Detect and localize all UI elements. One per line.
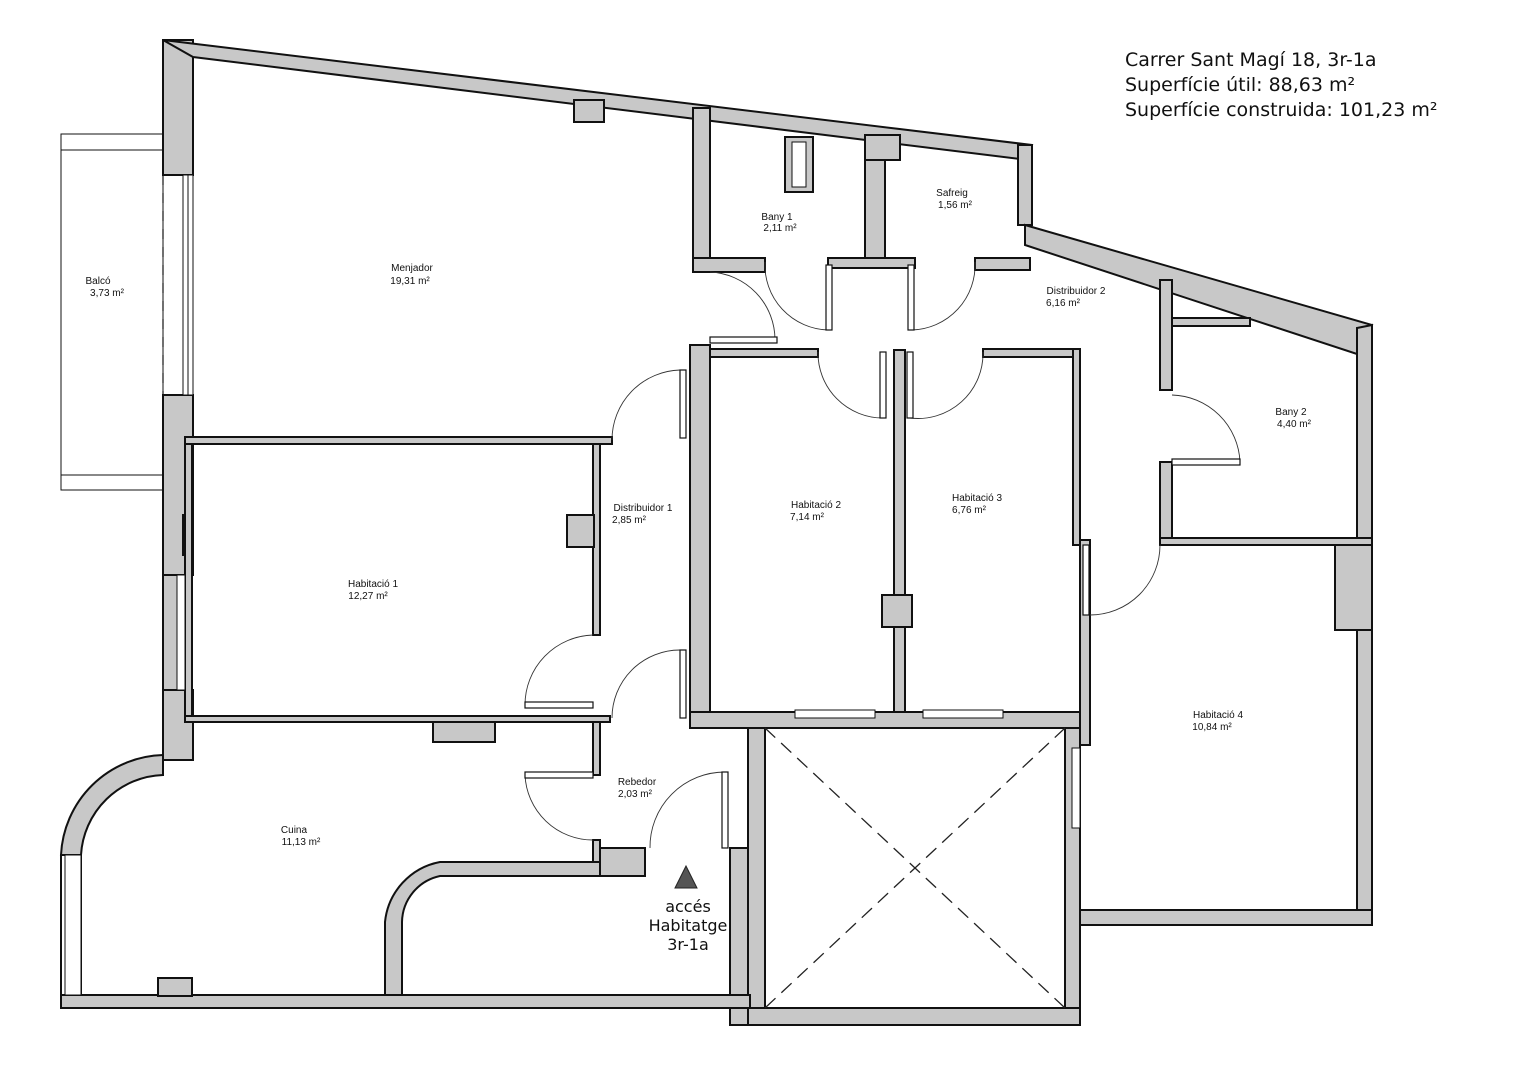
room-name-habitacio4: Habitació 4 bbox=[1193, 710, 1243, 721]
room-name-distribuidor1: Distribuidor 1 bbox=[614, 503, 673, 514]
room-area-habitacio1: 12,27 m² bbox=[348, 591, 388, 602]
access-line-2: Habitatge bbox=[649, 916, 728, 935]
room-name-habitacio2: Habitació 2 bbox=[791, 500, 841, 511]
room-name-bany2: Bany 2 bbox=[1275, 407, 1307, 418]
built-area-line: Superfície construida: 101,23 m² bbox=[1125, 99, 1438, 121]
room-name-safreig: Safreig bbox=[936, 188, 968, 199]
room-name-bany1: Bany 1 bbox=[761, 212, 793, 223]
balcony bbox=[60, 133, 164, 491]
useful-area-line: Superfície útil: 88,63 m² bbox=[1125, 74, 1356, 96]
room-name-menjador: Menjador bbox=[391, 263, 433, 274]
interior-walls bbox=[184, 107, 1373, 877]
outer-walls bbox=[60, 39, 1374, 1026]
room-area-bany1: 2,11 m² bbox=[763, 223, 797, 234]
windows bbox=[64, 174, 1081, 996]
room-name-habitacio3: Habitació 3 bbox=[952, 493, 1002, 504]
address-line: Carrer Sant Magí 18, 3r-1a bbox=[1125, 49, 1377, 71]
room-area-balco: 3,73 m² bbox=[90, 288, 125, 299]
room-area-habitacio2: 7,14 m² bbox=[790, 512, 825, 523]
access-label: accés Habitatge 3r-1a bbox=[649, 897, 728, 954]
courtyard-void bbox=[764, 727, 1066, 1009]
room-name-balco: Balcó bbox=[85, 276, 110, 287]
access-arrow-icon bbox=[674, 864, 698, 889]
room-area-rebedor: 2,03 m² bbox=[618, 789, 653, 800]
room-area-distribuidor2: 6,16 m² bbox=[1046, 298, 1081, 309]
access-line-1: accés bbox=[665, 897, 711, 916]
room-name-cuina: Cuina bbox=[281, 825, 308, 836]
kitchen-curved-wall bbox=[59, 753, 646, 996]
room-area-bany2: 4,40 m² bbox=[1277, 419, 1312, 430]
room-area-safreig: 1,56 m² bbox=[938, 200, 973, 211]
room-name-rebedor: Rebedor bbox=[618, 777, 657, 788]
room-area-distribuidor1: 2,85 m² bbox=[612, 515, 647, 526]
room-labels: Balcó 3,73 m² Menjador 19,31 m² Bany 1 2… bbox=[85, 188, 1311, 848]
room-name-habitacio1: Habitació 1 bbox=[348, 579, 398, 590]
doors bbox=[524, 261, 1241, 849]
room-area-habitacio3: 6,76 m² bbox=[952, 505, 987, 516]
room-name-distribuidor2: Distribuidor 2 bbox=[1047, 286, 1106, 297]
room-area-menjador: 19,31 m² bbox=[390, 276, 430, 287]
room-area-habitacio4: 10,84 m² bbox=[1192, 722, 1232, 733]
access-line-3: 3r-1a bbox=[667, 935, 709, 954]
room-area-cuina: 11,13 m² bbox=[282, 837, 321, 848]
